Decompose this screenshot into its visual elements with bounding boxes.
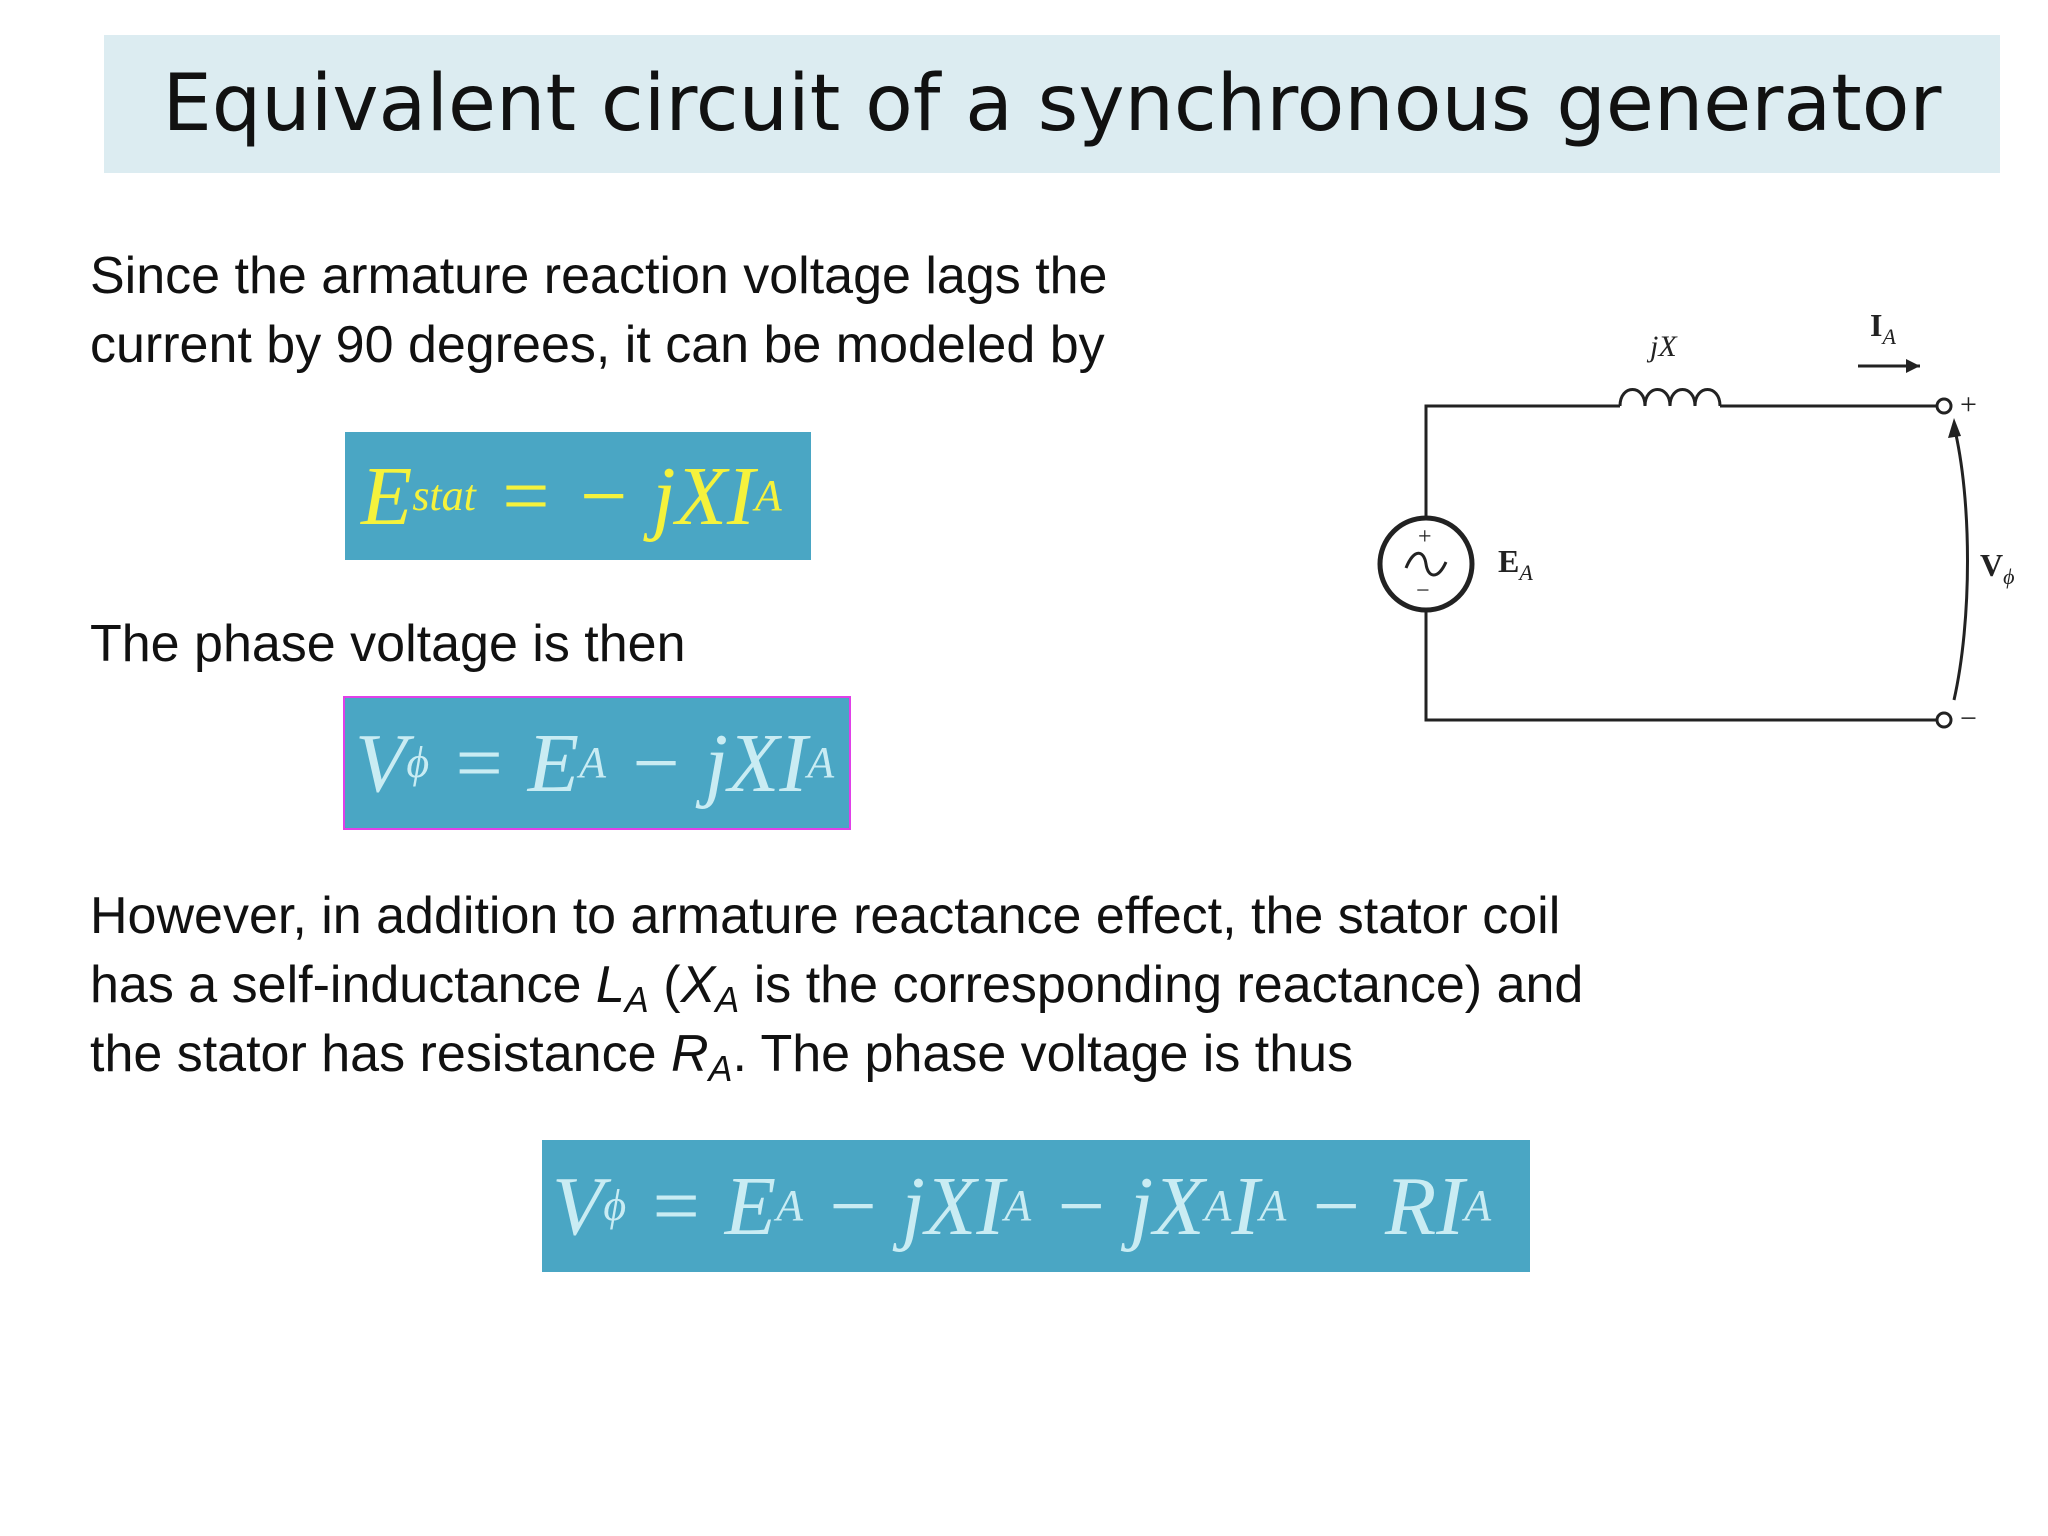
eq3-p4: I	[1231, 1159, 1260, 1253]
current-label: IA	[1870, 307, 1896, 349]
slide-title: Equivalent circuit of a synchronous gene…	[162, 59, 1942, 149]
source-voltage-label: EA	[1498, 543, 1533, 585]
eq2-mid: = E	[429, 716, 580, 810]
current-arrowhead-icon	[1906, 359, 1920, 373]
para3-line-3: the stator has resistance RA. The phase …	[90, 1025, 1354, 1089]
source-minus-label: −	[1416, 578, 1430, 604]
equivalent-circuit-diagram: + − + − EA jX IA Vϕ	[1377, 307, 2015, 735]
terminal-minus-label: −	[1960, 702, 1977, 735]
phase-voltage-intro: The phase voltage is then	[90, 610, 686, 679]
intro-paragraph: Since the armature reaction voltage lags…	[90, 242, 1107, 380]
eq3-p1: = E	[626, 1159, 777, 1253]
eq3-p2: − jXI	[802, 1159, 1005, 1253]
eq3-p3: − jX	[1031, 1159, 1205, 1253]
terminal-minus	[1935, 711, 1953, 729]
terminal-plus	[1935, 397, 1953, 415]
top-wire	[1424, 404, 1620, 518]
self-inductance-paragraph: However, in addition to armature reactan…	[90, 882, 1583, 1089]
intro-line-1: Since the armature reaction voltage lags…	[90, 247, 1108, 305]
eq1-E: E	[361, 449, 413, 543]
voltage-arrowhead-icon	[1948, 418, 1961, 438]
para3-line-2: has a self-inductance LA (XA is the corr…	[90, 956, 1584, 1020]
title-banner: Equivalent circuit of a synchronous gene…	[104, 35, 2000, 173]
phase-voltage-label: Vϕ	[1980, 547, 2015, 589]
eq2-rhs: − jXI	[605, 716, 808, 810]
source-plus-label: +	[1418, 524, 1432, 550]
eq2-V: V	[355, 716, 407, 810]
phase-voltage-line: The phase voltage is then	[90, 615, 686, 673]
eq3-p5: − RI	[1286, 1159, 1465, 1253]
terminal-plus-label: +	[1960, 388, 1977, 421]
eq1-rhs: = − jXI	[475, 449, 755, 543]
eq3-V: V	[552, 1159, 604, 1253]
inductor-label: jX	[1646, 330, 1678, 363]
para3-line-1: However, in addition to armature reactan…	[90, 887, 1561, 945]
voltage-arc-icon	[1952, 425, 1969, 701]
inductor-coil	[1618, 388, 1722, 407]
bottom-wire	[1424, 610, 1936, 722]
intro-line-2: current by 90 degrees, it can be modeled…	[90, 316, 1105, 374]
ac-wave-icon	[1404, 551, 1448, 577]
